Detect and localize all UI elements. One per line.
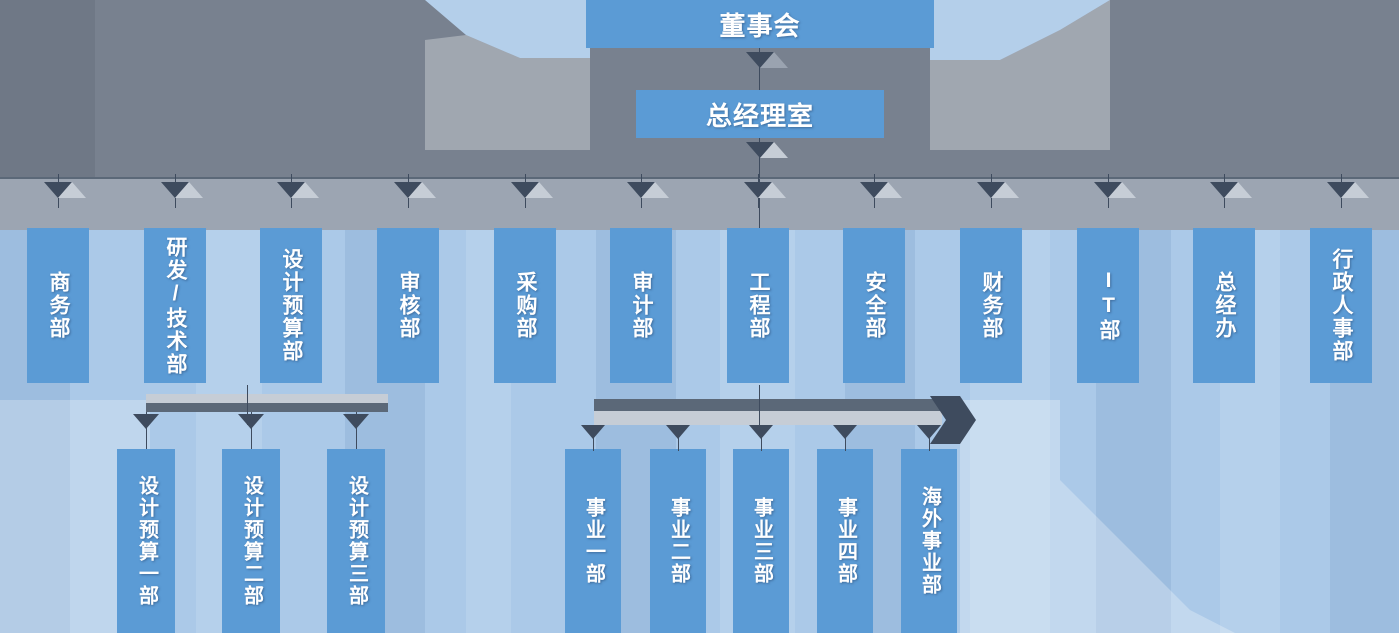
- node-business-sub-3[interactable]: 事业三部: [733, 449, 789, 633]
- connector-design-sub-1: [146, 412, 147, 449]
- chevron-business-sub-4-icon: [833, 425, 857, 439]
- node-department-12[interactable]: 行政人事部: [1310, 228, 1372, 383]
- node-design-sub-2[interactable]: 设计预算二部: [222, 449, 280, 633]
- chevron-department-12-icon-highlight: [1341, 182, 1369, 198]
- node-business-sub-5[interactable]: 海外事业部: [901, 449, 957, 633]
- dept-bus-line: [0, 178, 1399, 179]
- chevron-department-7-icon-highlight: [758, 182, 786, 198]
- node-department-1[interactable]: 商务部: [27, 228, 89, 383]
- chevron-design-sub-2-icon: [238, 414, 264, 429]
- node-department-7[interactable]: 工程部: [727, 228, 789, 383]
- chevron-business-sub-5-icon: [917, 425, 941, 439]
- node-department-9[interactable]: 财务部: [960, 228, 1022, 383]
- chevron-department-5-icon-highlight: [525, 182, 553, 198]
- node-design-sub-3[interactable]: 设计预算三部: [327, 449, 385, 633]
- backdrop-gray-band: [0, 178, 1399, 230]
- bracket-business-stem: [759, 385, 760, 429]
- chevron-department-3-icon-highlight: [291, 182, 319, 198]
- connector-design-sub-2: [251, 412, 252, 449]
- bracket-design-light: [146, 394, 388, 403]
- bracket-business-dark: [594, 399, 942, 411]
- connector-design-sub-3: [356, 412, 357, 449]
- chevron-design-sub-3-icon: [343, 414, 369, 429]
- node-department-5[interactable]: 采购部: [494, 228, 556, 383]
- chevron-department-10-icon-highlight: [1108, 182, 1136, 198]
- chevron-design-sub-1-icon: [133, 414, 159, 429]
- chevron-board-gm-up-icon: [760, 52, 788, 68]
- chevron-business-sub-3-icon: [749, 425, 773, 439]
- node-business-sub-4[interactable]: 事业四部: [817, 449, 873, 633]
- node-department-11[interactable]: 总经办: [1193, 228, 1255, 383]
- node-department-8[interactable]: 安全部: [843, 228, 905, 383]
- node-business-sub-2[interactable]: 事业二部: [650, 449, 706, 633]
- chevron-business-sub-2-icon: [666, 425, 690, 439]
- chevron-department-11-icon-highlight: [1224, 182, 1252, 198]
- node-department-3[interactable]: 设计预算部: [260, 228, 322, 383]
- chevron-department-6-icon-highlight: [641, 182, 669, 198]
- chevron-department-4-icon-highlight: [408, 182, 436, 198]
- node-business-sub-1[interactable]: 事业一部: [565, 449, 621, 633]
- node-department-4[interactable]: 审核部: [377, 228, 439, 383]
- node-department-2[interactable]: 研发/技术部: [144, 228, 206, 383]
- chevron-department-1-icon-highlight: [58, 182, 86, 198]
- chevron-business-sub-1-icon: [581, 425, 605, 439]
- node-board[interactable]: 董事会: [586, 0, 934, 48]
- node-department-10[interactable]: IT部: [1077, 228, 1139, 383]
- connector-board-gm: [759, 48, 760, 90]
- node-gm-office[interactable]: 总经理室: [636, 90, 884, 138]
- node-department-6[interactable]: 审计部: [610, 228, 672, 383]
- node-design-sub-1[interactable]: 设计预算一部: [117, 449, 175, 633]
- chevron-department-8-icon-highlight: [874, 182, 902, 198]
- bracket-business-light: [594, 411, 942, 425]
- bracket-design-dark: [146, 403, 388, 412]
- backdrop-gray-top-left: [0, 0, 95, 178]
- chevron-department-2-icon-highlight: [175, 182, 203, 198]
- chevron-gm-down-up-icon: [760, 142, 788, 158]
- bracket-design-stem: [247, 385, 248, 425]
- chevron-department-9-icon-highlight: [991, 182, 1019, 198]
